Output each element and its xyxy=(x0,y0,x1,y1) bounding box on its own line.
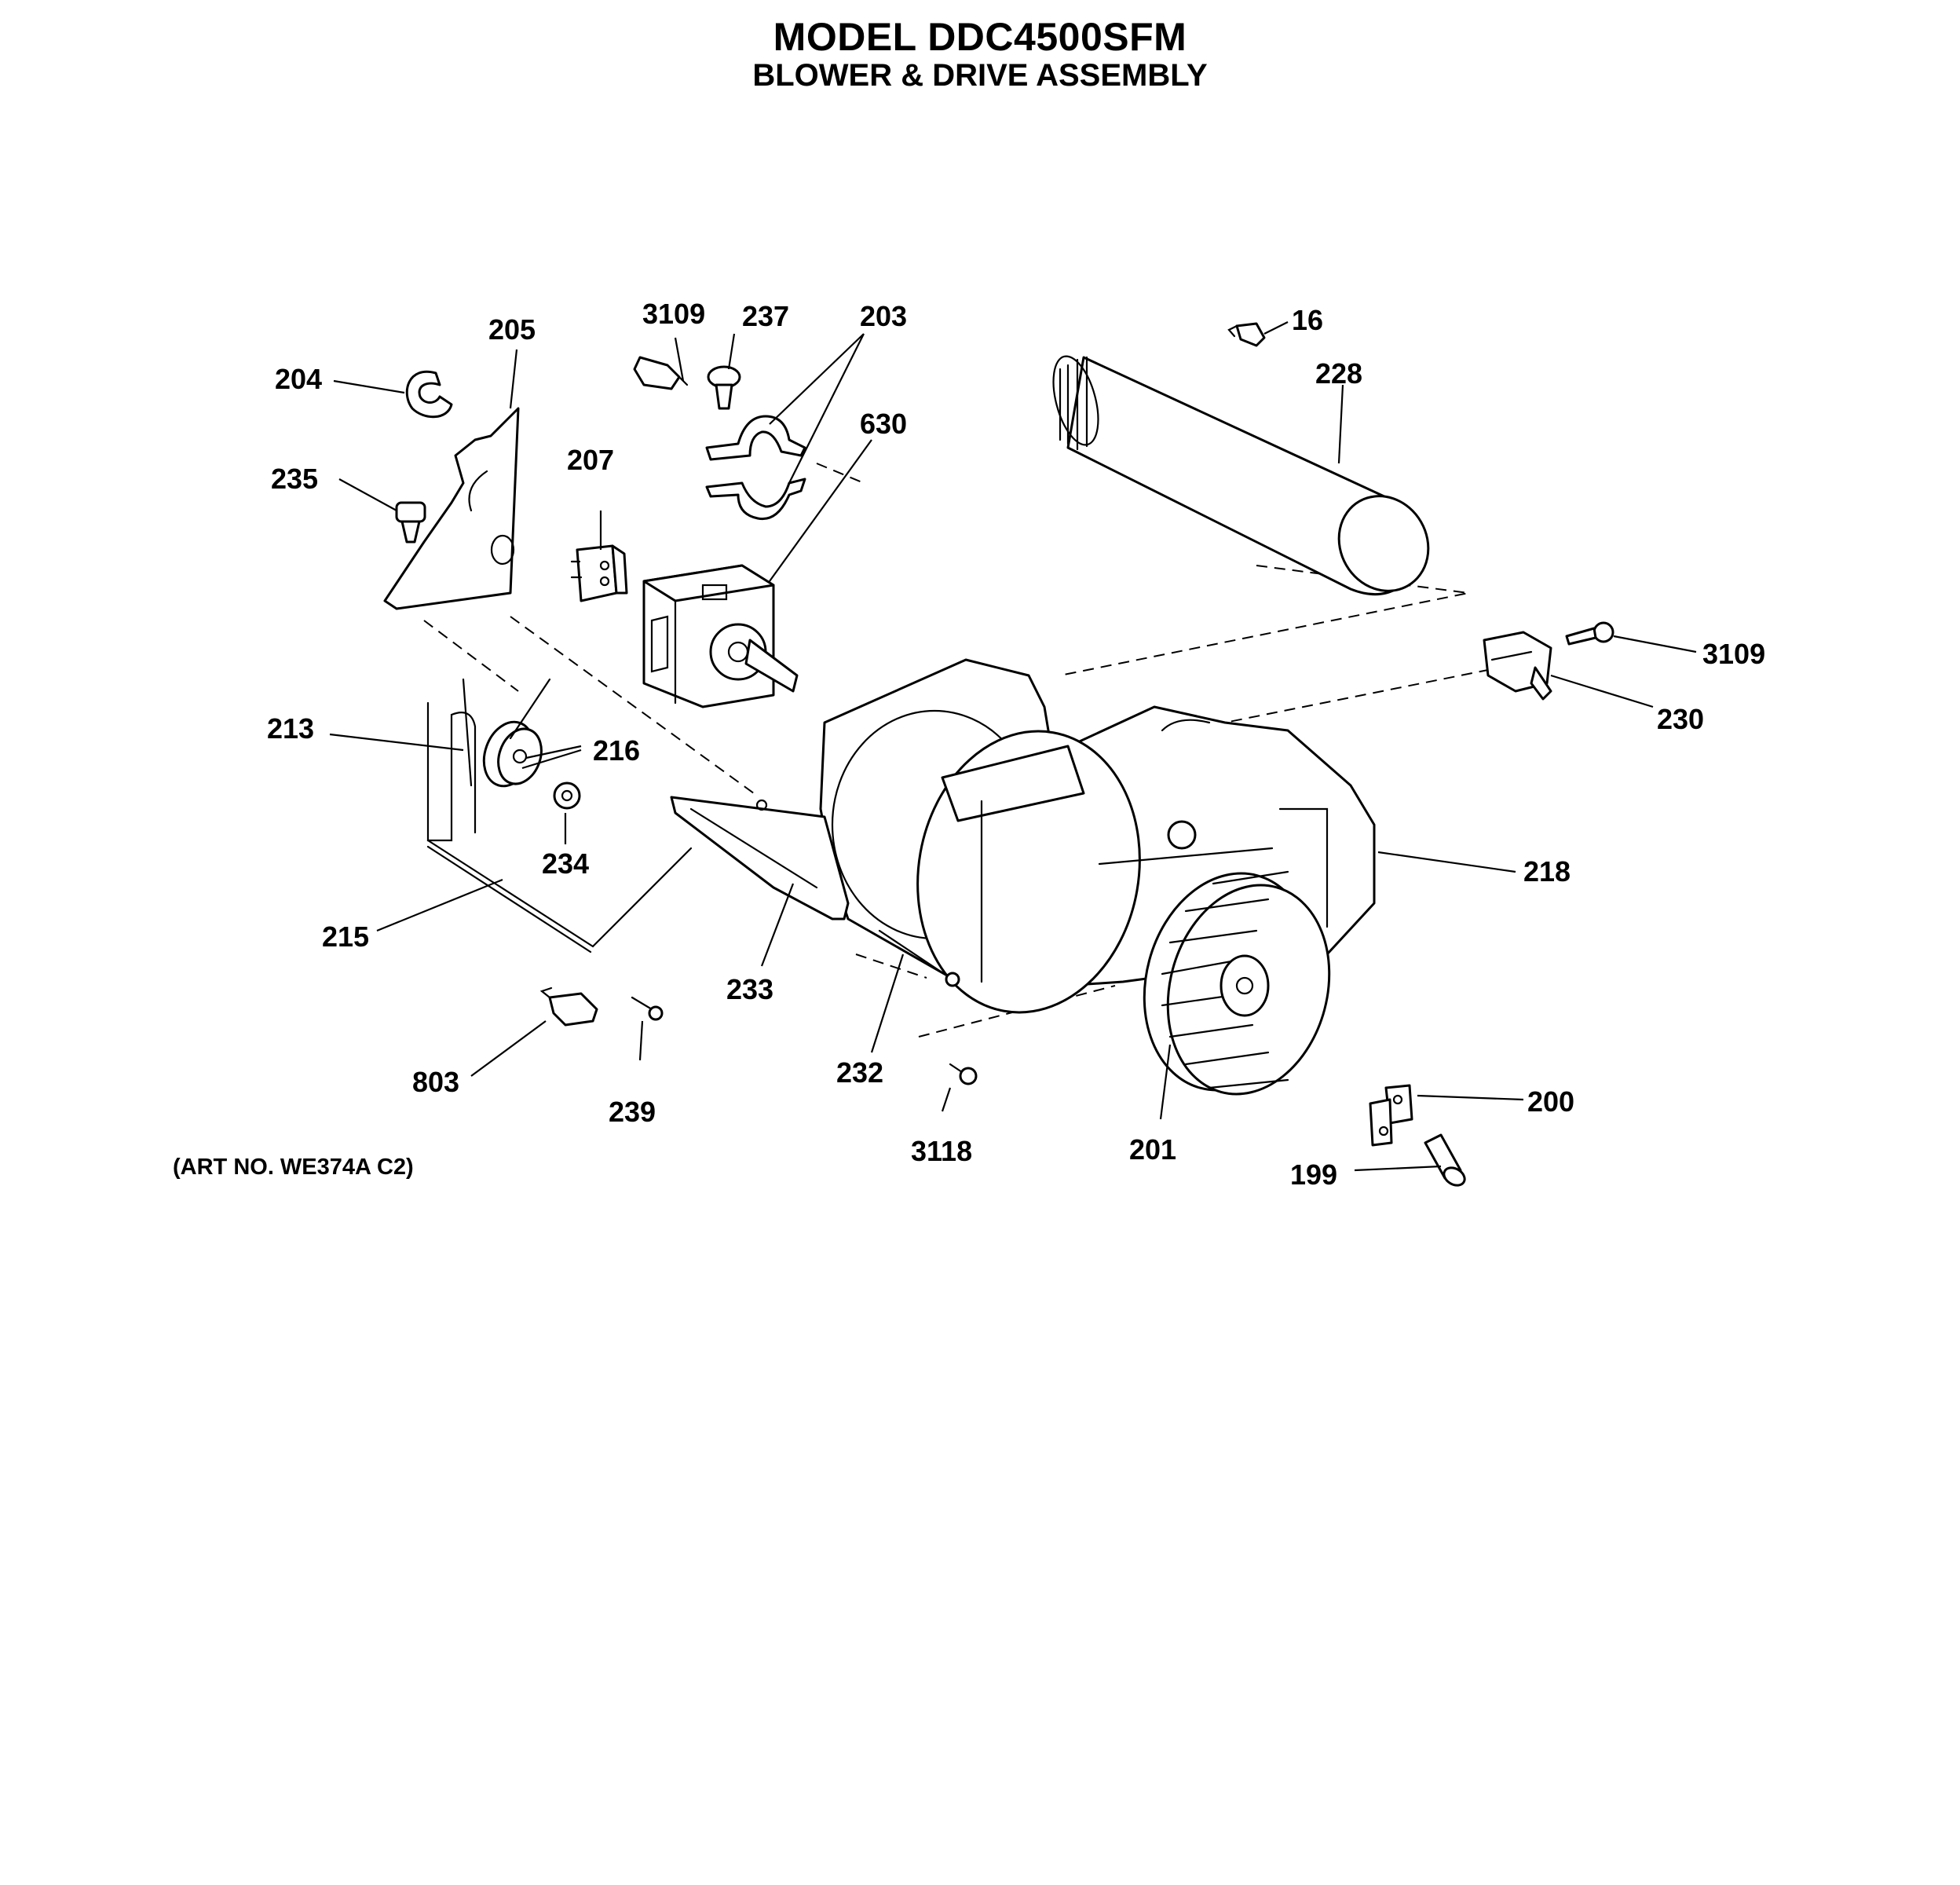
label-3118: 3118 xyxy=(911,1135,972,1167)
label-228: 228 xyxy=(1315,357,1362,390)
label-218: 218 xyxy=(1523,855,1571,888)
part-215-spring xyxy=(426,839,693,953)
label-16: 16 xyxy=(1292,304,1323,336)
leader-lines xyxy=(329,321,1697,1172)
part-239-screw xyxy=(631,996,664,1021)
art-number: (ART NO. WE374A C2) xyxy=(173,1155,414,1180)
label-234: 234 xyxy=(542,847,589,880)
part-199-bolt xyxy=(1424,1133,1466,1187)
label-239: 239 xyxy=(609,1096,656,1128)
part-16-clip xyxy=(1227,322,1266,347)
label-803: 803 xyxy=(412,1066,459,1098)
diagram-subtitle: BLOWER & DRIVE ASSEMBLY xyxy=(752,58,1208,93)
label-207: 207 xyxy=(567,444,614,476)
label-204: 204 xyxy=(275,363,322,395)
label-630: 630 xyxy=(860,408,907,440)
part-203-clamps xyxy=(705,415,806,521)
label-233: 233 xyxy=(726,973,773,1005)
part-233-bracket xyxy=(670,796,850,921)
part-201-blower-wheel xyxy=(1143,870,1331,1096)
label-213: 213 xyxy=(267,712,314,745)
label-205: 205 xyxy=(488,313,536,346)
diagram-title: MODEL DDC4500SFM xyxy=(773,15,1187,59)
label-230: 230 xyxy=(1657,703,1704,735)
part-204-clip xyxy=(405,370,453,419)
label-199: 199 xyxy=(1290,1158,1337,1191)
part-235-screw xyxy=(395,501,426,544)
label-200: 200 xyxy=(1527,1085,1574,1118)
part-630-motor xyxy=(642,564,799,708)
label-203: 203 xyxy=(860,300,907,332)
part-237-screw xyxy=(707,365,741,410)
part-234-nut xyxy=(553,781,581,810)
part-232-rod xyxy=(878,929,960,987)
label-216: 216 xyxy=(593,734,640,767)
part-213-idler-arm xyxy=(426,678,551,842)
part-200-bracket xyxy=(1369,1084,1413,1147)
label-201: 201 xyxy=(1129,1133,1176,1166)
part-228-exhaust-duct xyxy=(1052,355,1430,596)
part-230-thermostat xyxy=(1483,631,1552,701)
label-237: 237 xyxy=(742,300,789,332)
part-207-switch xyxy=(570,544,628,602)
part-3109-screw-right xyxy=(1565,621,1614,646)
label-215: 215 xyxy=(322,921,369,953)
label-3109-right: 3109 xyxy=(1702,638,1765,670)
label-3109-top: 3109 xyxy=(642,298,705,330)
part-216-pulley xyxy=(482,720,543,788)
label-235: 235 xyxy=(271,463,318,495)
label-232: 232 xyxy=(836,1056,883,1089)
part-number-labels: 16 228 3109 230 218 200 199 201 3118 232… xyxy=(267,298,1765,1191)
part-3118-screw xyxy=(949,1063,978,1085)
part-205-motor-bracket xyxy=(383,407,520,610)
part-803-terminal xyxy=(539,986,598,1027)
